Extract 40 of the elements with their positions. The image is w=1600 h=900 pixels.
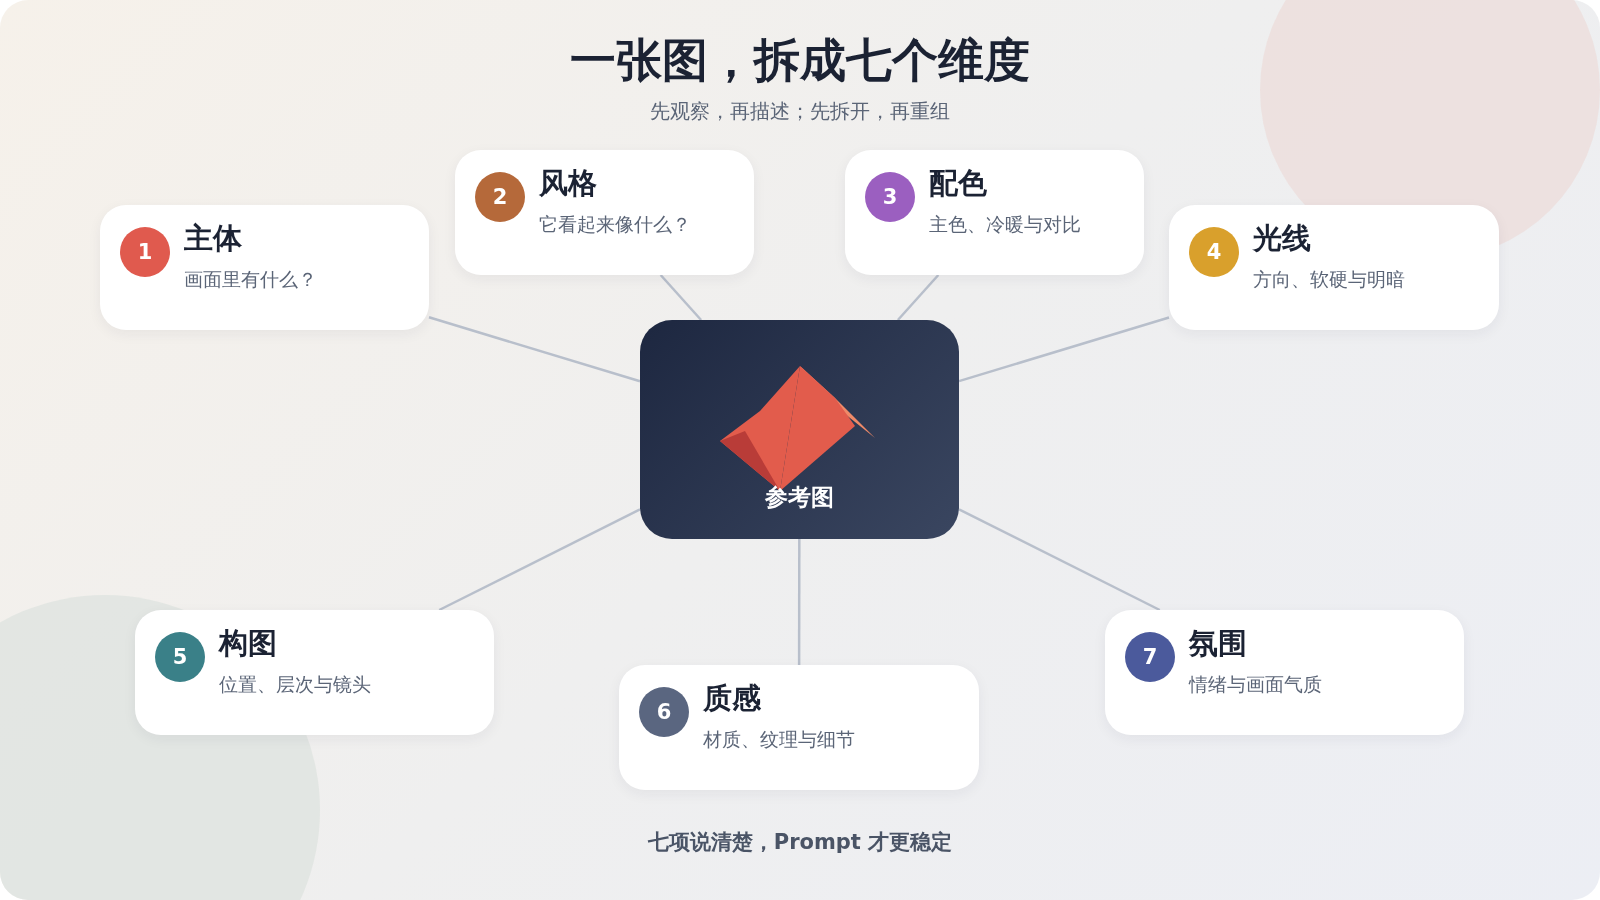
card-description: 材质、纹理与细节 (703, 727, 855, 752)
card-title: 主体 (184, 220, 242, 257)
connector-line (958, 316, 1170, 383)
number-badge: 2 (475, 172, 525, 222)
card-title: 光线 (1253, 220, 1311, 257)
card-description: 位置、层次与镜头 (219, 672, 371, 697)
title: 一张图，拆成七个维度 (569, 32, 1031, 89)
connector-line (958, 508, 1161, 612)
number-badge: 3 (865, 172, 915, 222)
dimension-card (135, 610, 494, 735)
card-description: 画面里有什么？ (184, 267, 317, 292)
number-badge: 4 (1189, 227, 1239, 277)
card-description: 主色、冷暖与对比 (929, 212, 1081, 237)
dimension-card (100, 205, 429, 330)
connector-line (896, 274, 940, 321)
number-badge: 5 (155, 632, 205, 682)
card-title: 质感 (703, 680, 761, 717)
connector-line (428, 316, 641, 383)
dimension-card (1169, 205, 1499, 330)
dimension-card (619, 665, 979, 790)
image-label: 参考图 (764, 483, 835, 512)
card-title: 氛围 (1189, 625, 1247, 662)
number-badge: 6 (639, 687, 689, 737)
caption: 七项说清楚，Prompt 才更稳定 (646, 829, 954, 856)
card-title: 风格 (539, 165, 597, 202)
subtitle: 先观察，再描述；先拆开，再重组 (649, 98, 951, 125)
number-badge: 7 (1125, 632, 1175, 682)
card-description: 情绪与画面气质 (1189, 672, 1322, 697)
card-title: 配色 (929, 165, 987, 202)
card-description: 它看起来像什么？ (539, 212, 691, 237)
number-badge: 1 (120, 227, 170, 277)
reference-image-box (640, 320, 959, 539)
card-title: 构图 (219, 625, 277, 662)
connector-line (438, 508, 641, 612)
dimension-card (455, 150, 754, 275)
dimension-card (845, 150, 1144, 275)
dimension-card (1105, 610, 1464, 735)
card-description: 方向、软硬与明暗 (1253, 267, 1405, 292)
connector-line (797, 539, 801, 665)
connector-line (659, 274, 703, 321)
